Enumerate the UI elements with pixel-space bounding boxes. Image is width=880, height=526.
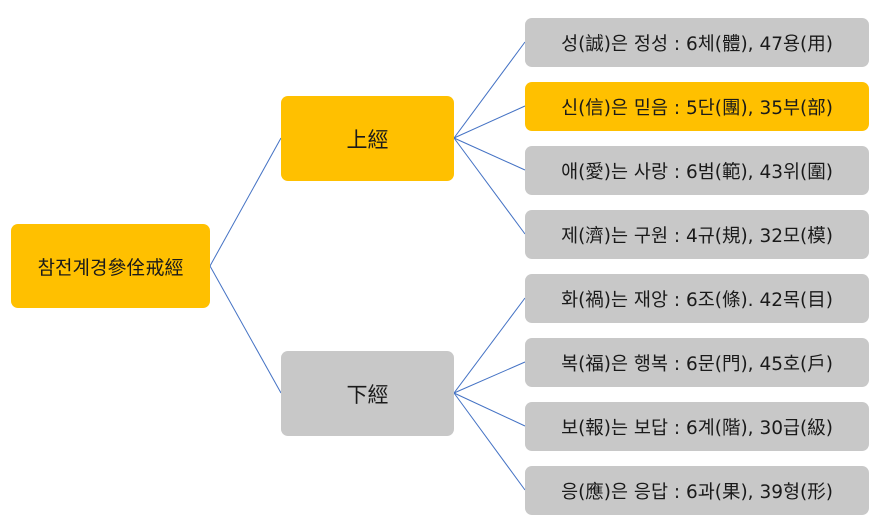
- leaf-node-lower-1: 화(禍)는 재앙 : 6조(條). 42목(目): [525, 274, 869, 323]
- leaf-node-upper-3: 애(愛)는 사랑 : 6범(範), 43위(圍): [525, 146, 869, 195]
- connector-upper-leaf-4: [453, 137, 526, 235]
- leaf-node-lower-3: 보(報)는 보답 : 6계(階), 30급(級): [525, 402, 869, 451]
- branch-node-lower: 下經: [281, 351, 454, 436]
- connector-lower-leaf-4: [453, 392, 526, 491]
- leaf-node-upper-1: 성(誠)은 정성 : 6체(體), 47용(用): [525, 18, 869, 67]
- connector-lower-leaf-3: [453, 392, 526, 427]
- connector-root-upper: [209, 137, 282, 267]
- connector-upper-leaf-3: [453, 137, 526, 171]
- branch-node-upper: 上經: [281, 96, 454, 181]
- leaf-node-lower-2: 복(福)은 행복 : 6문(門), 45호(戶): [525, 338, 869, 387]
- leaf-node-lower-4: 응(應)은 응답 : 6과(果), 39형(形): [525, 466, 869, 515]
- connector-root-lower: [209, 265, 282, 394]
- root-node: 참전계경參佺戒經: [11, 224, 210, 308]
- connector-upper-leaf-2: [453, 105, 526, 139]
- connector-upper-leaf-1: [453, 41, 526, 139]
- leaf-node-upper-2: 신(信)은 믿음 : 5단(團), 35부(部): [525, 82, 869, 131]
- connector-lower-leaf-2: [453, 361, 526, 394]
- connector-lower-leaf-1: [453, 297, 526, 394]
- leaf-node-upper-4: 제(濟)는 구원 : 4규(規), 32모(模): [525, 210, 869, 259]
